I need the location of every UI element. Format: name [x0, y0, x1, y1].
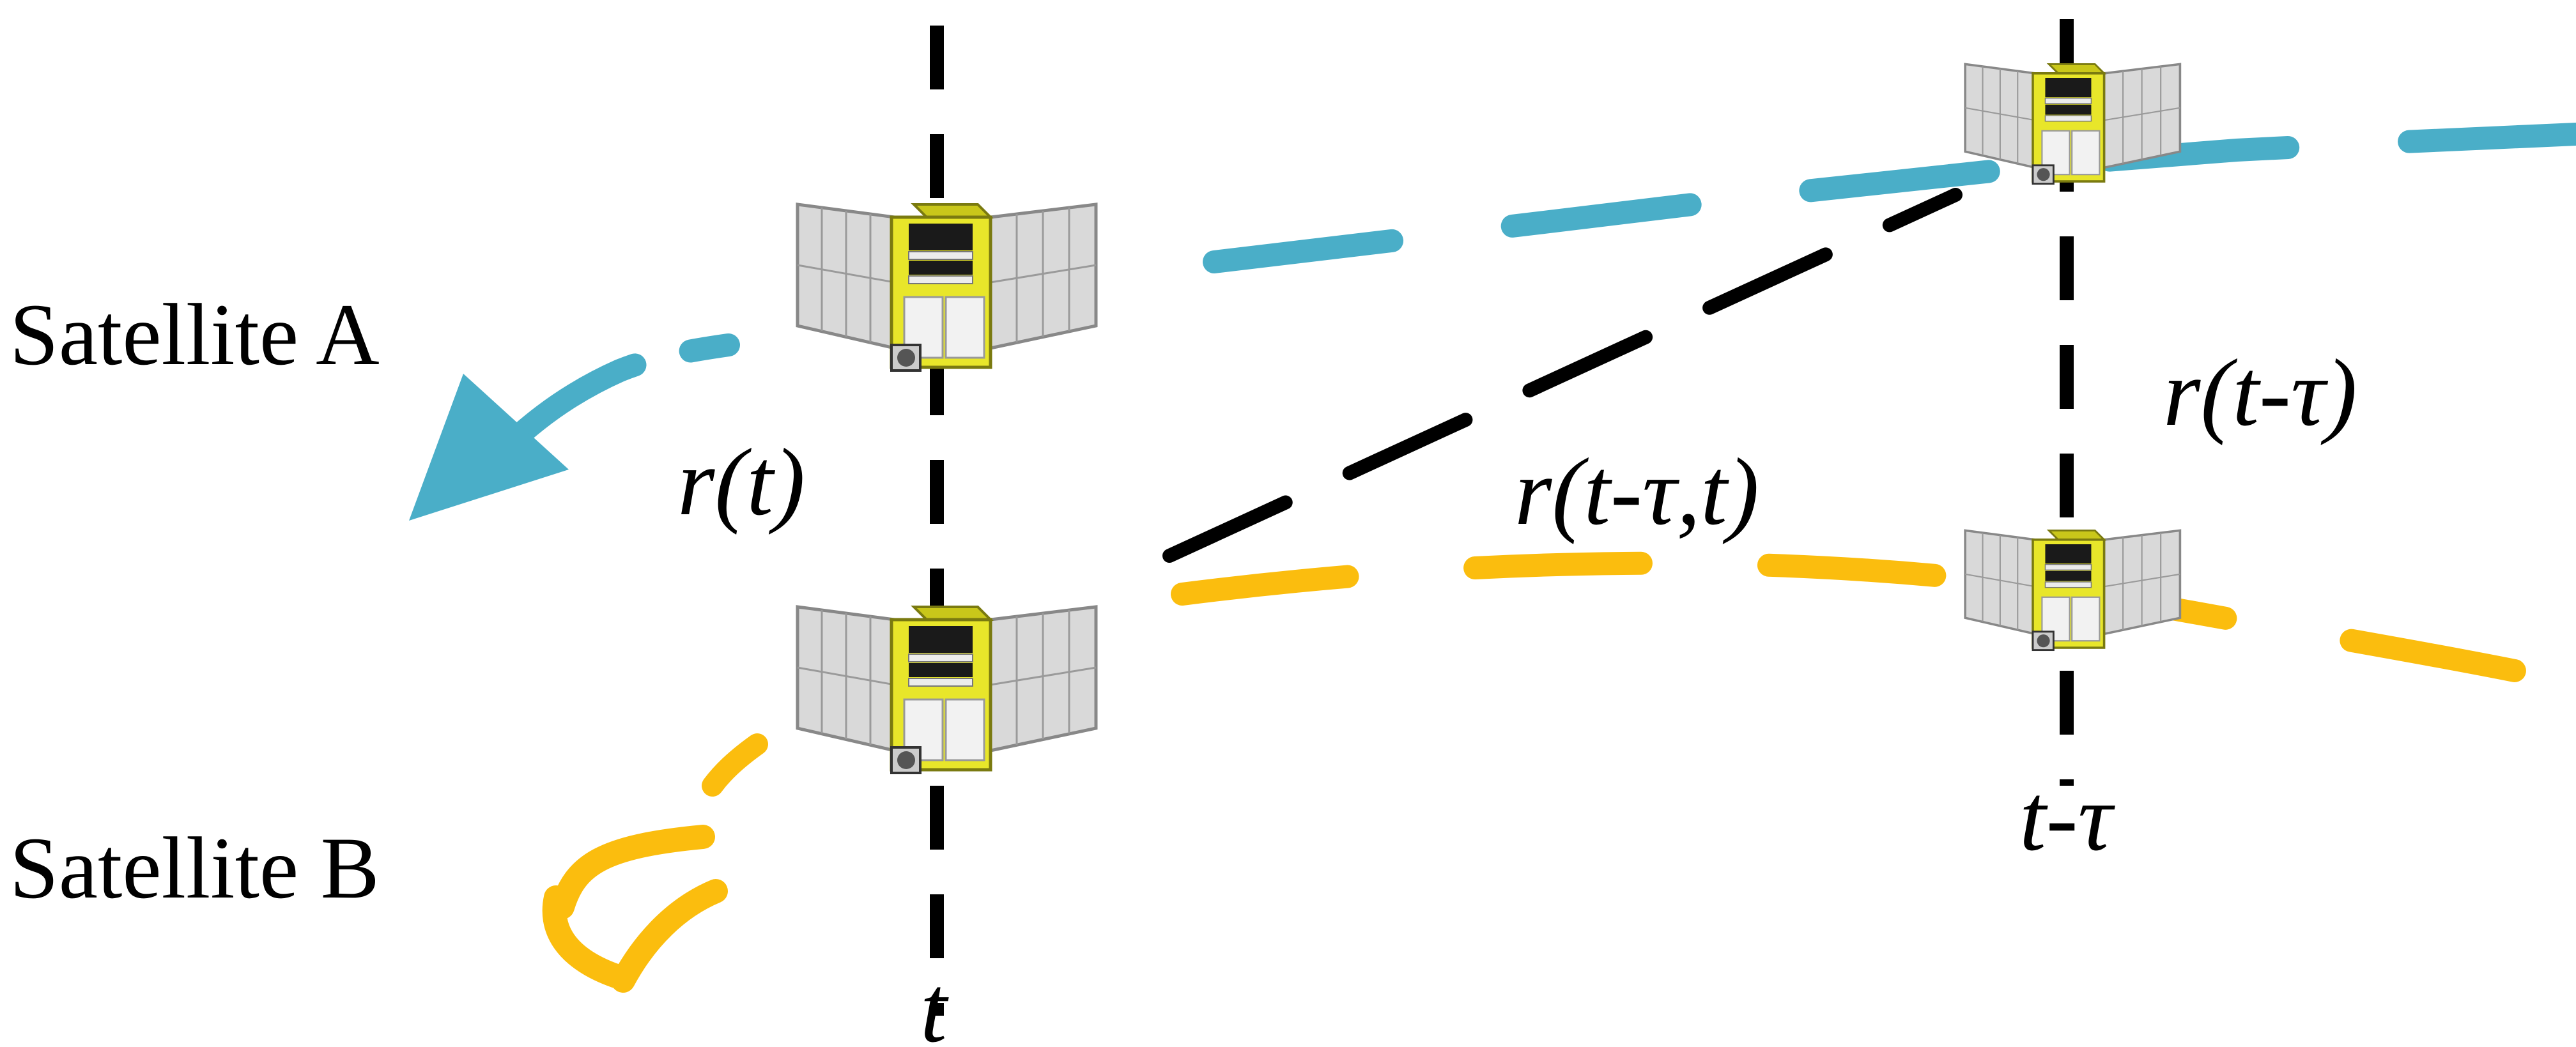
orbit-a-path — [1203, 123, 2576, 273]
orbit-b-tail — [702, 733, 768, 797]
label-time-t: t — [920, 956, 949, 1047]
label-time-t-tau: t-τ — [2019, 765, 2116, 871]
label-r-t-tau: r(t-τ) — [2163, 340, 2357, 446]
label-r-t: r(t) — [677, 429, 805, 535]
arrow-icon — [409, 374, 569, 521]
satellite-icon-b-t — [798, 607, 1096, 773]
ranging-link — [1162, 188, 1963, 563]
orbit-b-path — [1171, 551, 2576, 695]
label-satellite-b: Satellite B — [10, 819, 380, 917]
satellite-icon-a-t — [798, 204, 1096, 371]
orbit-b-arrow-icon — [542, 825, 728, 993]
label-r-link: r(t-τ,t) — [1515, 439, 1759, 545]
label-satellite-a: Satellite A — [10, 286, 380, 383]
satellite-icon-b-t-tau — [1964, 529, 2182, 652]
